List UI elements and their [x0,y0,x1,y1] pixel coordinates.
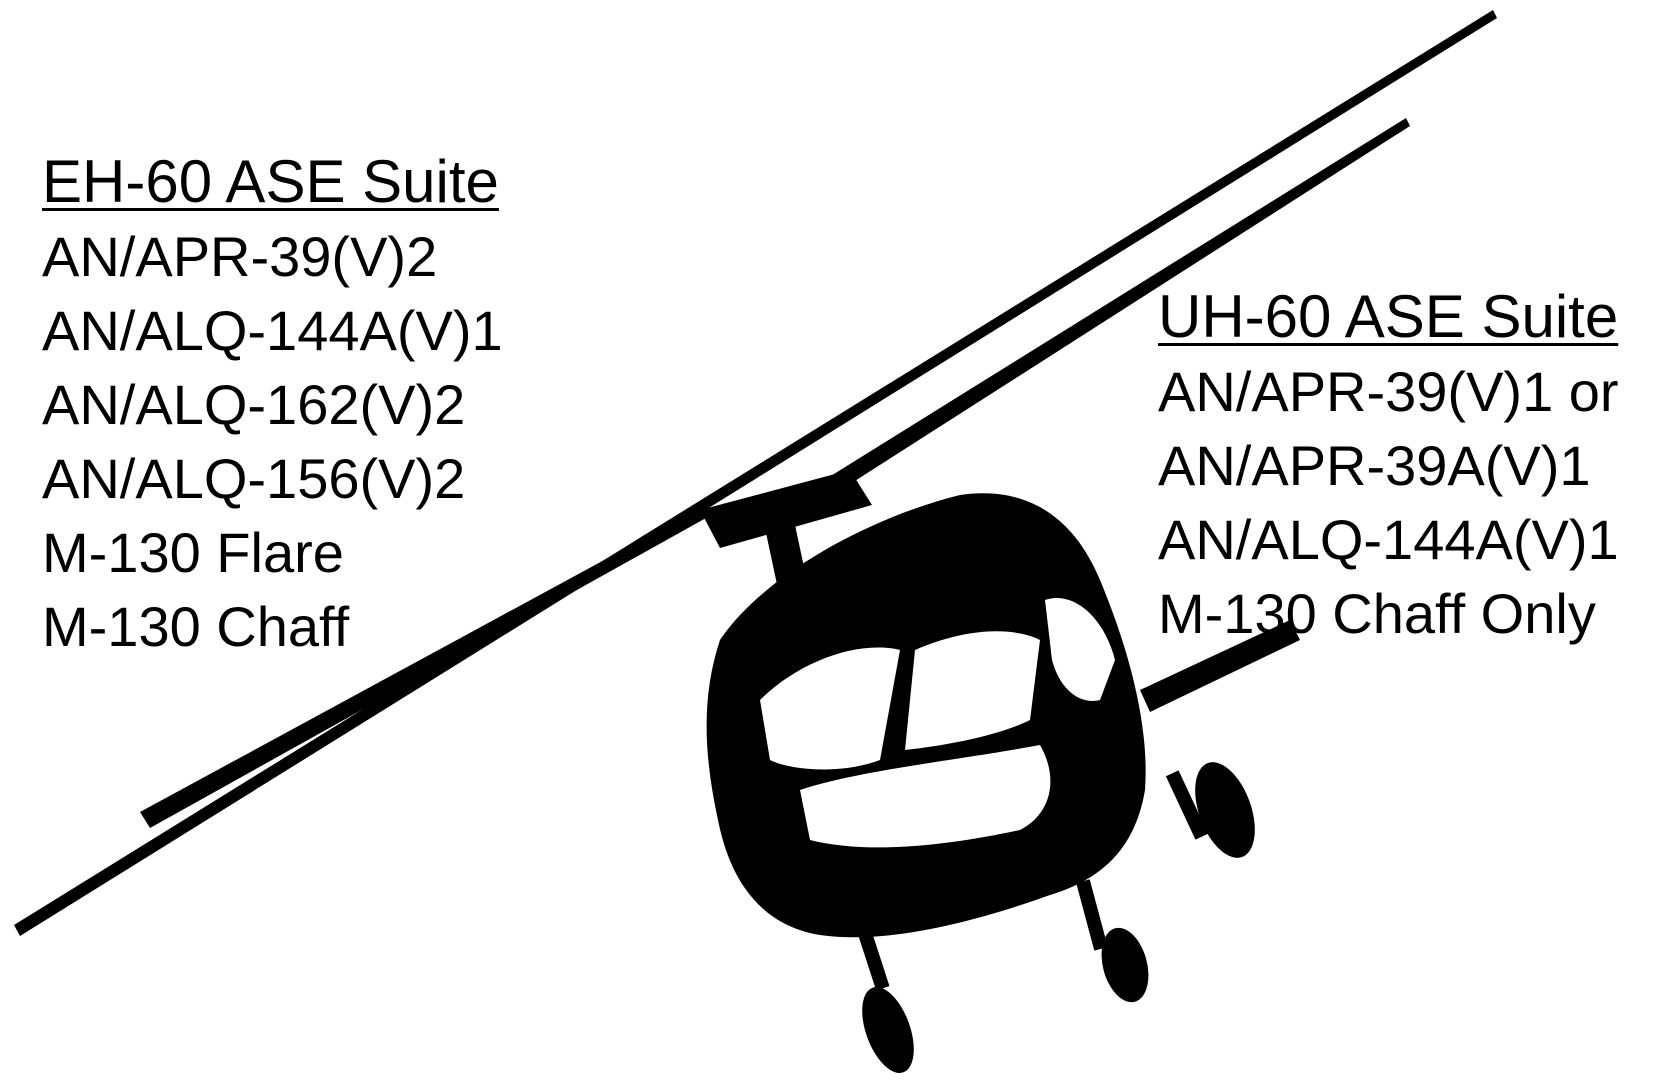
rotor-blade-long [14,10,1497,936]
eh60-item: AN/APR-39(V)2 [42,225,438,288]
wheel-left [862,987,914,1073]
nose-panel [800,745,1051,848]
uh60-item: M-130 Chaff Only [1158,582,1596,645]
wheel-right [1195,762,1255,858]
rotor-blade-upper [760,118,1410,534]
gear-strut-left [854,919,890,991]
uh60-equipment-list: AN/APR-39(V)1 or AN/APR-39A(V)1 AN/ALQ-1… [1158,355,1619,651]
eh60-panel-title: EH-60 ASE Suite [42,148,499,215]
eh60-ase-suite-panel: EH-60 ASE Suite AN/APR-39(V)2 AN/ALQ-144… [42,150,503,664]
eh60-item: AN/ALQ-162(V)2 [42,373,466,436]
eh60-item: AN/ALQ-144A(V)1 [42,299,503,362]
windscreen-left [760,647,900,770]
rotor-blade-lower [140,508,706,828]
eh60-item: M-130 Chaff [42,595,350,658]
uh60-item: AN/ALQ-144A(V)1 [1158,508,1619,571]
gear-strut-right [1165,770,1209,840]
uh60-ase-suite-panel: UH-60 ASE Suite AN/APR-39(V)1 or AN/APR-… [1158,285,1619,651]
wheel-nose [1101,927,1149,1003]
uh60-item: AN/APR-39A(V)1 [1158,434,1591,497]
gear-strut-nose [1076,879,1108,951]
eh60-item: M-130 Flare [42,521,344,584]
eh60-item: AN/ALQ-156(V)2 [42,447,466,510]
windscreen-right [905,631,1040,750]
eh60-equipment-list: AN/APR-39(V)2 AN/ALQ-144A(V)1 AN/ALQ-162… [42,220,503,664]
cabin-window [1045,598,1115,701]
rotor-blade-right [1140,620,1300,712]
helicopter-silhouette-icon [14,10,1497,1073]
uh60-panel-title: UH-60 ASE Suite [1158,283,1619,350]
uh60-item: AN/APR-39(V)1 or [1158,360,1619,423]
